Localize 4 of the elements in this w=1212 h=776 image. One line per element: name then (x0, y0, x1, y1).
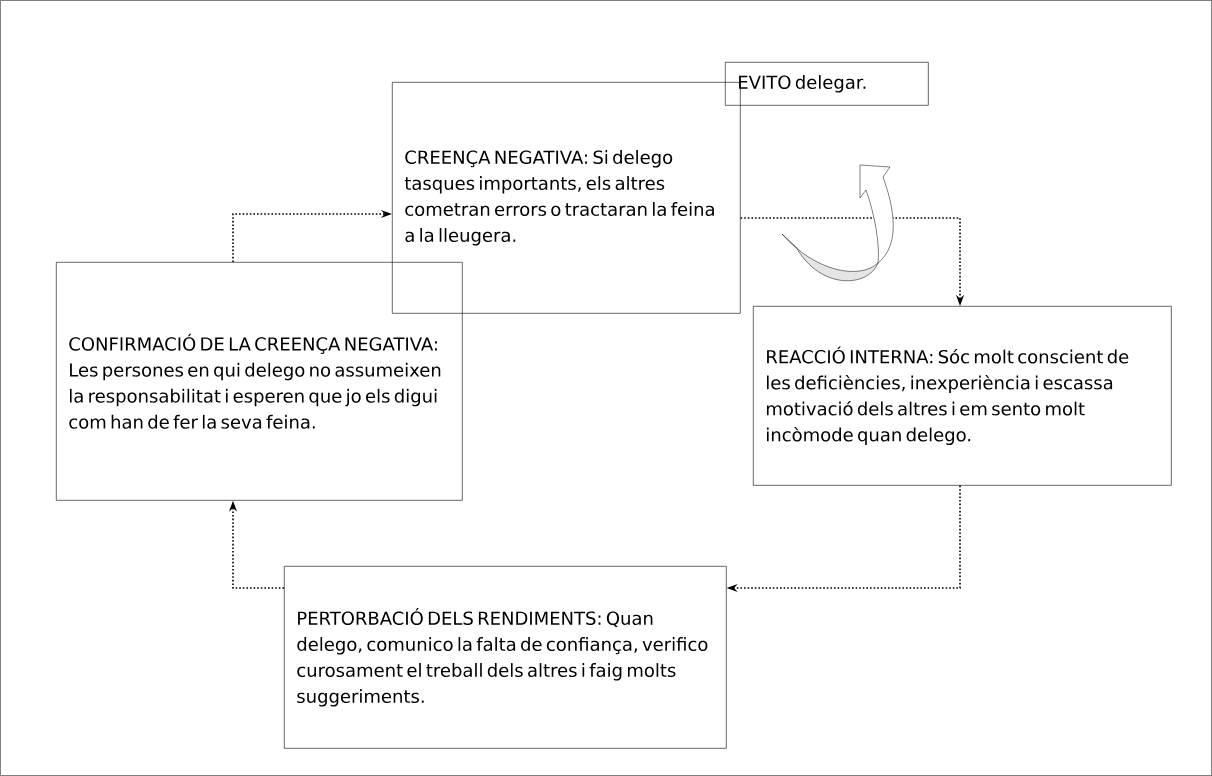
text-box: PERTORBACIÓ DELS RENDIMENTS: Quan delego, comunico la falta de confiança, verifico curosament el treball dels altres i faig molts suggeriments. (284, 566, 727, 749)
text-box: CONFIRMACIÓ DE LA CREENÇA NEGATIVA: Les persones en qui delego no assumeixen la responsabilitat i esperen que jo els digui com han de fer la seva feina. (56, 262, 463, 501)
text-box: REACCIÓ INTERNA: Sóc molt conscient de les deficiències, inexperiència i escassa motivació dels altres i em sento molt incòmode quan delego. (753, 306, 1172, 486)
text-box: EVITO delegar. (725, 62, 929, 106)
